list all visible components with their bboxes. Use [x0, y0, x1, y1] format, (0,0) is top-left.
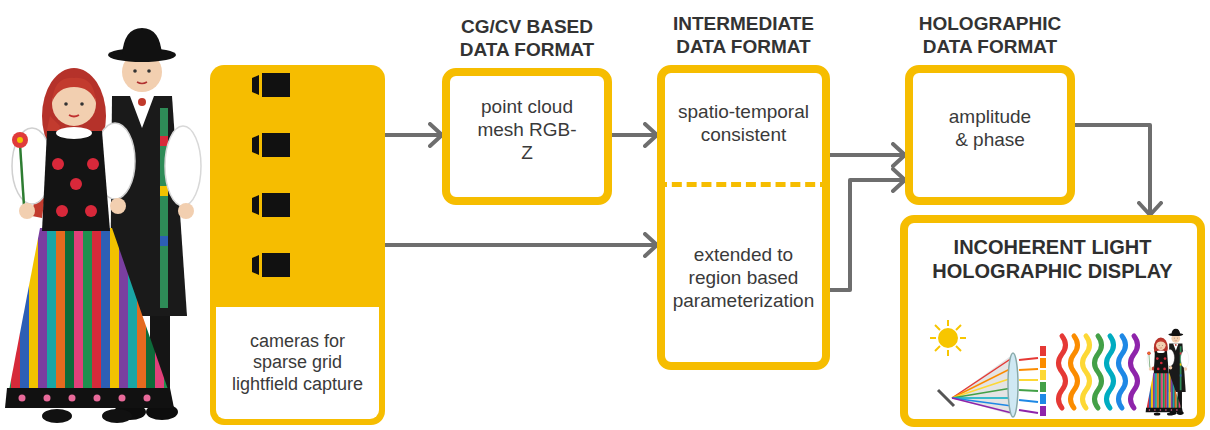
section-label: extended to region based parameterizatio… [669, 244, 818, 312]
camera-icon [262, 133, 290, 157]
format-section: extended to region based parameterizatio… [657, 187, 830, 370]
data-format-box: CG/CV BASED DATA FORMATpoint cloud mesh … [442, 68, 612, 205]
light-rays [1019, 400, 1038, 402]
grating-symbol [1040, 346, 1046, 356]
flow-arrow [1075, 125, 1150, 215]
flow-arrow [830, 180, 905, 290]
grating-symbol [1040, 406, 1046, 416]
light-rays [1019, 369, 1038, 370]
grating-symbol [1040, 346, 1046, 416]
flow-arrow [385, 243, 657, 247]
sun-icon [935, 346, 940, 351]
sun-icon [947, 350, 949, 356]
display-panel: INCOHERENT LIGHT HOLOGRAPHIC DISPLAY [900, 215, 1205, 427]
camera-panel-fill [210, 65, 385, 425]
sun-icon [956, 346, 961, 351]
light-rays [1019, 410, 1038, 413]
box-label: point cloud mesh RGB-Z [477, 96, 577, 164]
sun-icon [935, 325, 940, 330]
light-rays [1019, 358, 1038, 360]
format-section: spatio-temporal consistent [657, 65, 830, 187]
box-label: amplitude & phase [940, 106, 1040, 152]
sun-icon [960, 337, 966, 339]
lens-symbol [1008, 353, 1018, 417]
grating-symbol [1040, 370, 1046, 380]
light-rays [1019, 379, 1038, 381]
wavefronts [1059, 336, 1138, 408]
data-format-box: HOLOGRAPHIC DATA FORMATamplitude & phase [905, 65, 1075, 205]
column-heading: CG/CV BASED DATA FORMAT [442, 16, 612, 62]
light-rays [1019, 390, 1038, 391]
sun-icon [930, 337, 936, 339]
camera-icon [252, 195, 259, 215]
camera-panel-fill [210, 65, 385, 425]
light-cone [952, 378, 1012, 398]
light-rays [1019, 358, 1038, 413]
wavefronts [1119, 336, 1126, 408]
camera-icon [262, 73, 290, 97]
grating-symbol [1040, 382, 1046, 392]
sun-icon [956, 325, 961, 330]
wavefronts [1095, 336, 1102, 408]
data-format-box: INTERMEDIATE DATA FORMATspatio-temporal … [657, 65, 830, 370]
wavefronts [1059, 336, 1066, 408]
light-cone [952, 355, 1012, 415]
light-cone [952, 368, 1012, 398]
camera-icon [252, 135, 259, 155]
display-illustration [930, 320, 1189, 417]
wavefronts [1071, 336, 1078, 408]
wavefronts [1083, 336, 1090, 408]
grating-symbol [1040, 394, 1046, 404]
column-heading: HOLOGRAPHIC DATA FORMAT [905, 13, 1075, 59]
capture-panel: cameras for sparse grid lightfield captu… [210, 65, 385, 425]
light-cone [952, 358, 1012, 398]
mirror-symbol [938, 390, 954, 406]
wavefronts [1107, 336, 1114, 408]
light-cone [952, 388, 1012, 398]
camera-icon [262, 253, 290, 277]
panel-label: cameras for sparse grid lightfield captu… [216, 307, 379, 419]
panel-heading: INCOHERENT LIGHT HOLOGRAPHIC DISPLAY [908, 235, 1197, 283]
hologram-dolls [1145, 329, 1189, 416]
flow-arrow [830, 153, 905, 157]
light-cone [952, 355, 1012, 415]
flow-arrow [385, 133, 442, 137]
section-label: spatio-temporal consistent [669, 101, 818, 147]
column-heading: INTERMEDIATE DATA FORMAT [657, 13, 830, 59]
light-cone [952, 398, 1012, 413]
wavefronts [1131, 336, 1138, 408]
sun-icon [947, 320, 949, 326]
sun-icon [939, 329, 957, 347]
camera-icon [252, 73, 290, 277]
folk-dolls-photo [2, 28, 201, 423]
flow-arrow [612, 133, 657, 137]
camera-icon [262, 193, 290, 217]
grating-symbol [1040, 358, 1046, 368]
camera-icon [252, 255, 259, 275]
sun-icon [930, 320, 966, 356]
camera-icon [252, 75, 259, 95]
